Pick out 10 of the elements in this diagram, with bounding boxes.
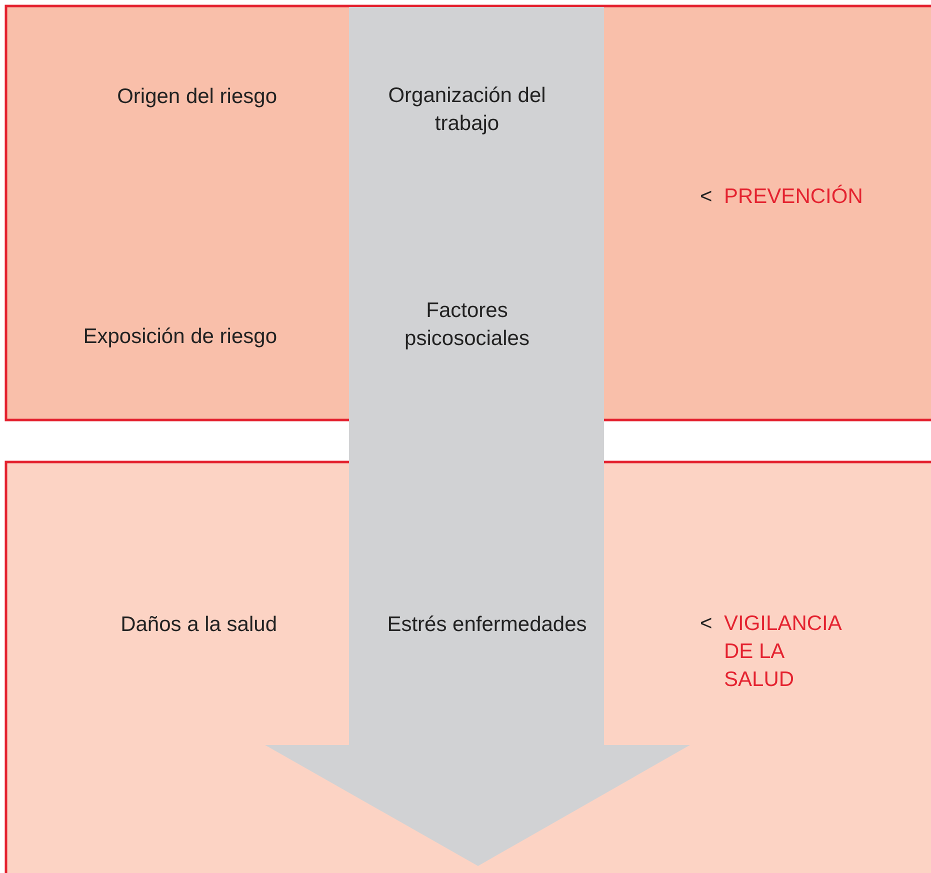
label-text: Organización del trabajo	[387, 83, 547, 137]
label-text: Daños a la salud	[120, 612, 277, 638]
label-text: Exposición de riesgo	[82, 324, 277, 350]
label-text: Origen del riesgo	[116, 84, 277, 110]
label-text: PREVENCIÓN	[724, 184, 864, 210]
label-text: <	[700, 184, 714, 210]
label-text: VIGILANCIA DE LA SALUD	[724, 611, 842, 693]
label-text: Factores psicosociales	[404, 298, 530, 352]
label-text: <	[700, 611, 714, 637]
label-text: Estrés enfermedades	[386, 612, 588, 638]
